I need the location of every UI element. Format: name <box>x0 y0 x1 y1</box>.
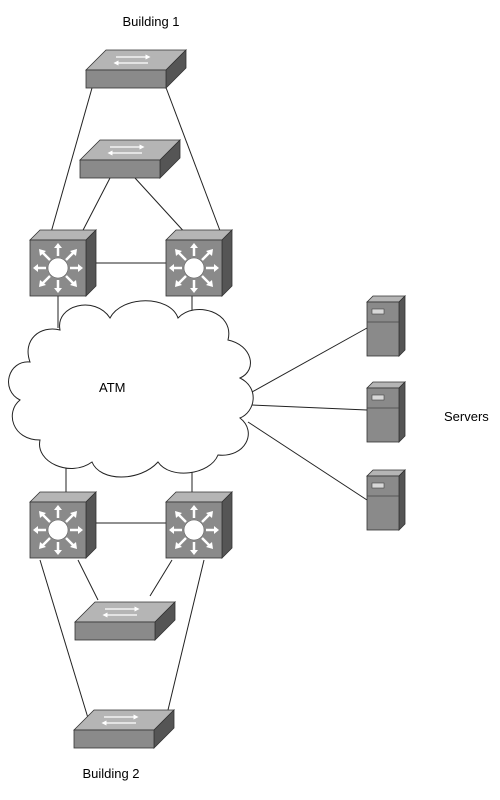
server-icon <box>366 469 406 531</box>
server-icon <box>366 381 406 443</box>
link-b1-mid-left <box>79 177 111 237</box>
building-1-label: Building 1 <box>122 14 179 29</box>
building-2-label: Building 2 <box>82 766 139 781</box>
workgroup-switch-icon <box>74 710 174 748</box>
link-b1-mid-right <box>134 177 189 237</box>
connection-lines <box>39 84 368 719</box>
workgroup-switch-icon <box>75 602 175 640</box>
server-icon <box>366 295 406 357</box>
link-b1-top-left <box>49 87 93 237</box>
link-b2-bot-left <box>39 559 89 719</box>
link-b2-mid-left <box>77 559 99 601</box>
link-b2-bot-right <box>167 559 205 711</box>
multilayer-switch-icon <box>164 228 234 298</box>
link-b2-mid-right <box>149 559 173 597</box>
multilayer-switch-icon <box>28 490 98 560</box>
atm-label: ATM <box>99 380 125 395</box>
link-b1-top-right <box>164 84 223 237</box>
servers-label: Servers <box>444 409 489 424</box>
link-cloud-server-2 <box>251 404 368 411</box>
workgroup-switch-icon <box>86 50 186 88</box>
multilayer-switch-icon <box>164 490 234 560</box>
link-cloud-server-3 <box>247 421 368 501</box>
workgroup-switch-icon <box>80 140 180 178</box>
multilayer-switch-icon <box>28 228 98 298</box>
link-cloud-server-1 <box>251 327 368 393</box>
atm-cloud-icon <box>8 300 254 478</box>
